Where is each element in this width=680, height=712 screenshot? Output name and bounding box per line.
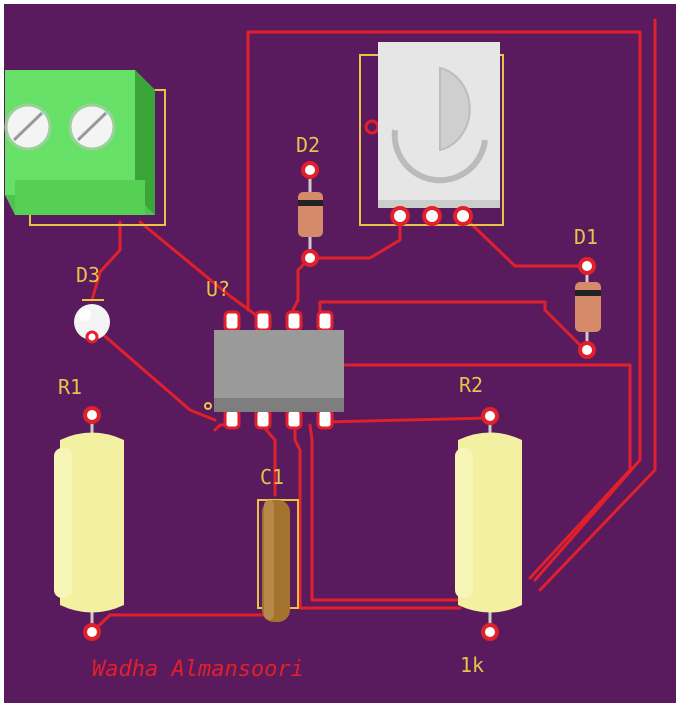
pot-knob-icon (439, 66, 471, 152)
trace-d1-ic (318, 300, 587, 352)
label-u: U? (206, 277, 230, 301)
led-d3: D3 (74, 263, 110, 344)
resistor-r1: R1 (54, 375, 124, 641)
r1-pad-top (83, 406, 101, 424)
d2-pad-top (301, 161, 319, 179)
r1-pad-bottom (83, 623, 101, 641)
screw-terminal (4, 70, 166, 226)
capacitor-c1: C1 (257, 465, 299, 622)
r2-pad-top (481, 407, 499, 425)
pot-pad-1 (390, 206, 410, 226)
d3-pad (85, 330, 99, 344)
label-r1: R1 (58, 375, 82, 399)
trace-pot-d2 (308, 214, 402, 260)
diode-d2: D2 (296, 133, 323, 267)
pot-pad-2 (422, 206, 442, 226)
author-name: Wadha Almansoori (92, 657, 304, 682)
trace-ic-r2 (323, 416, 492, 424)
label-d3: D3 (76, 263, 100, 287)
trace-ic-bottom (293, 423, 462, 610)
trace-right-outer (538, 18, 657, 592)
label-d2: D2 (296, 133, 320, 157)
diode-d1: D1 (574, 225, 601, 359)
pot-pad-3 (453, 206, 473, 226)
ic-u: U? (204, 277, 344, 430)
trace-ic-c1 (260, 423, 277, 497)
d2-pad-bottom (301, 249, 319, 267)
label-d1: D1 (574, 225, 598, 249)
d1-pad-top (578, 257, 596, 275)
copper-traces (90, 18, 657, 634)
trace-terminal-ic2 (138, 220, 262, 320)
r2-pad-bottom (481, 623, 499, 641)
trace-pot-d1 (461, 214, 587, 268)
trace-ic-right (343, 363, 632, 580)
resistor-r2: R2 1k (455, 373, 522, 677)
d1-pad-bottom (578, 341, 596, 359)
label-r2-value: 1k (460, 653, 484, 677)
label-r2: R2 (459, 373, 483, 397)
trace-terminal-ic (90, 220, 122, 302)
trace-d3-ic (90, 323, 217, 422)
potentiometer (359, 42, 504, 226)
label-c1: C1 (260, 465, 284, 489)
trace-ic-bottom2 (308, 423, 462, 602)
